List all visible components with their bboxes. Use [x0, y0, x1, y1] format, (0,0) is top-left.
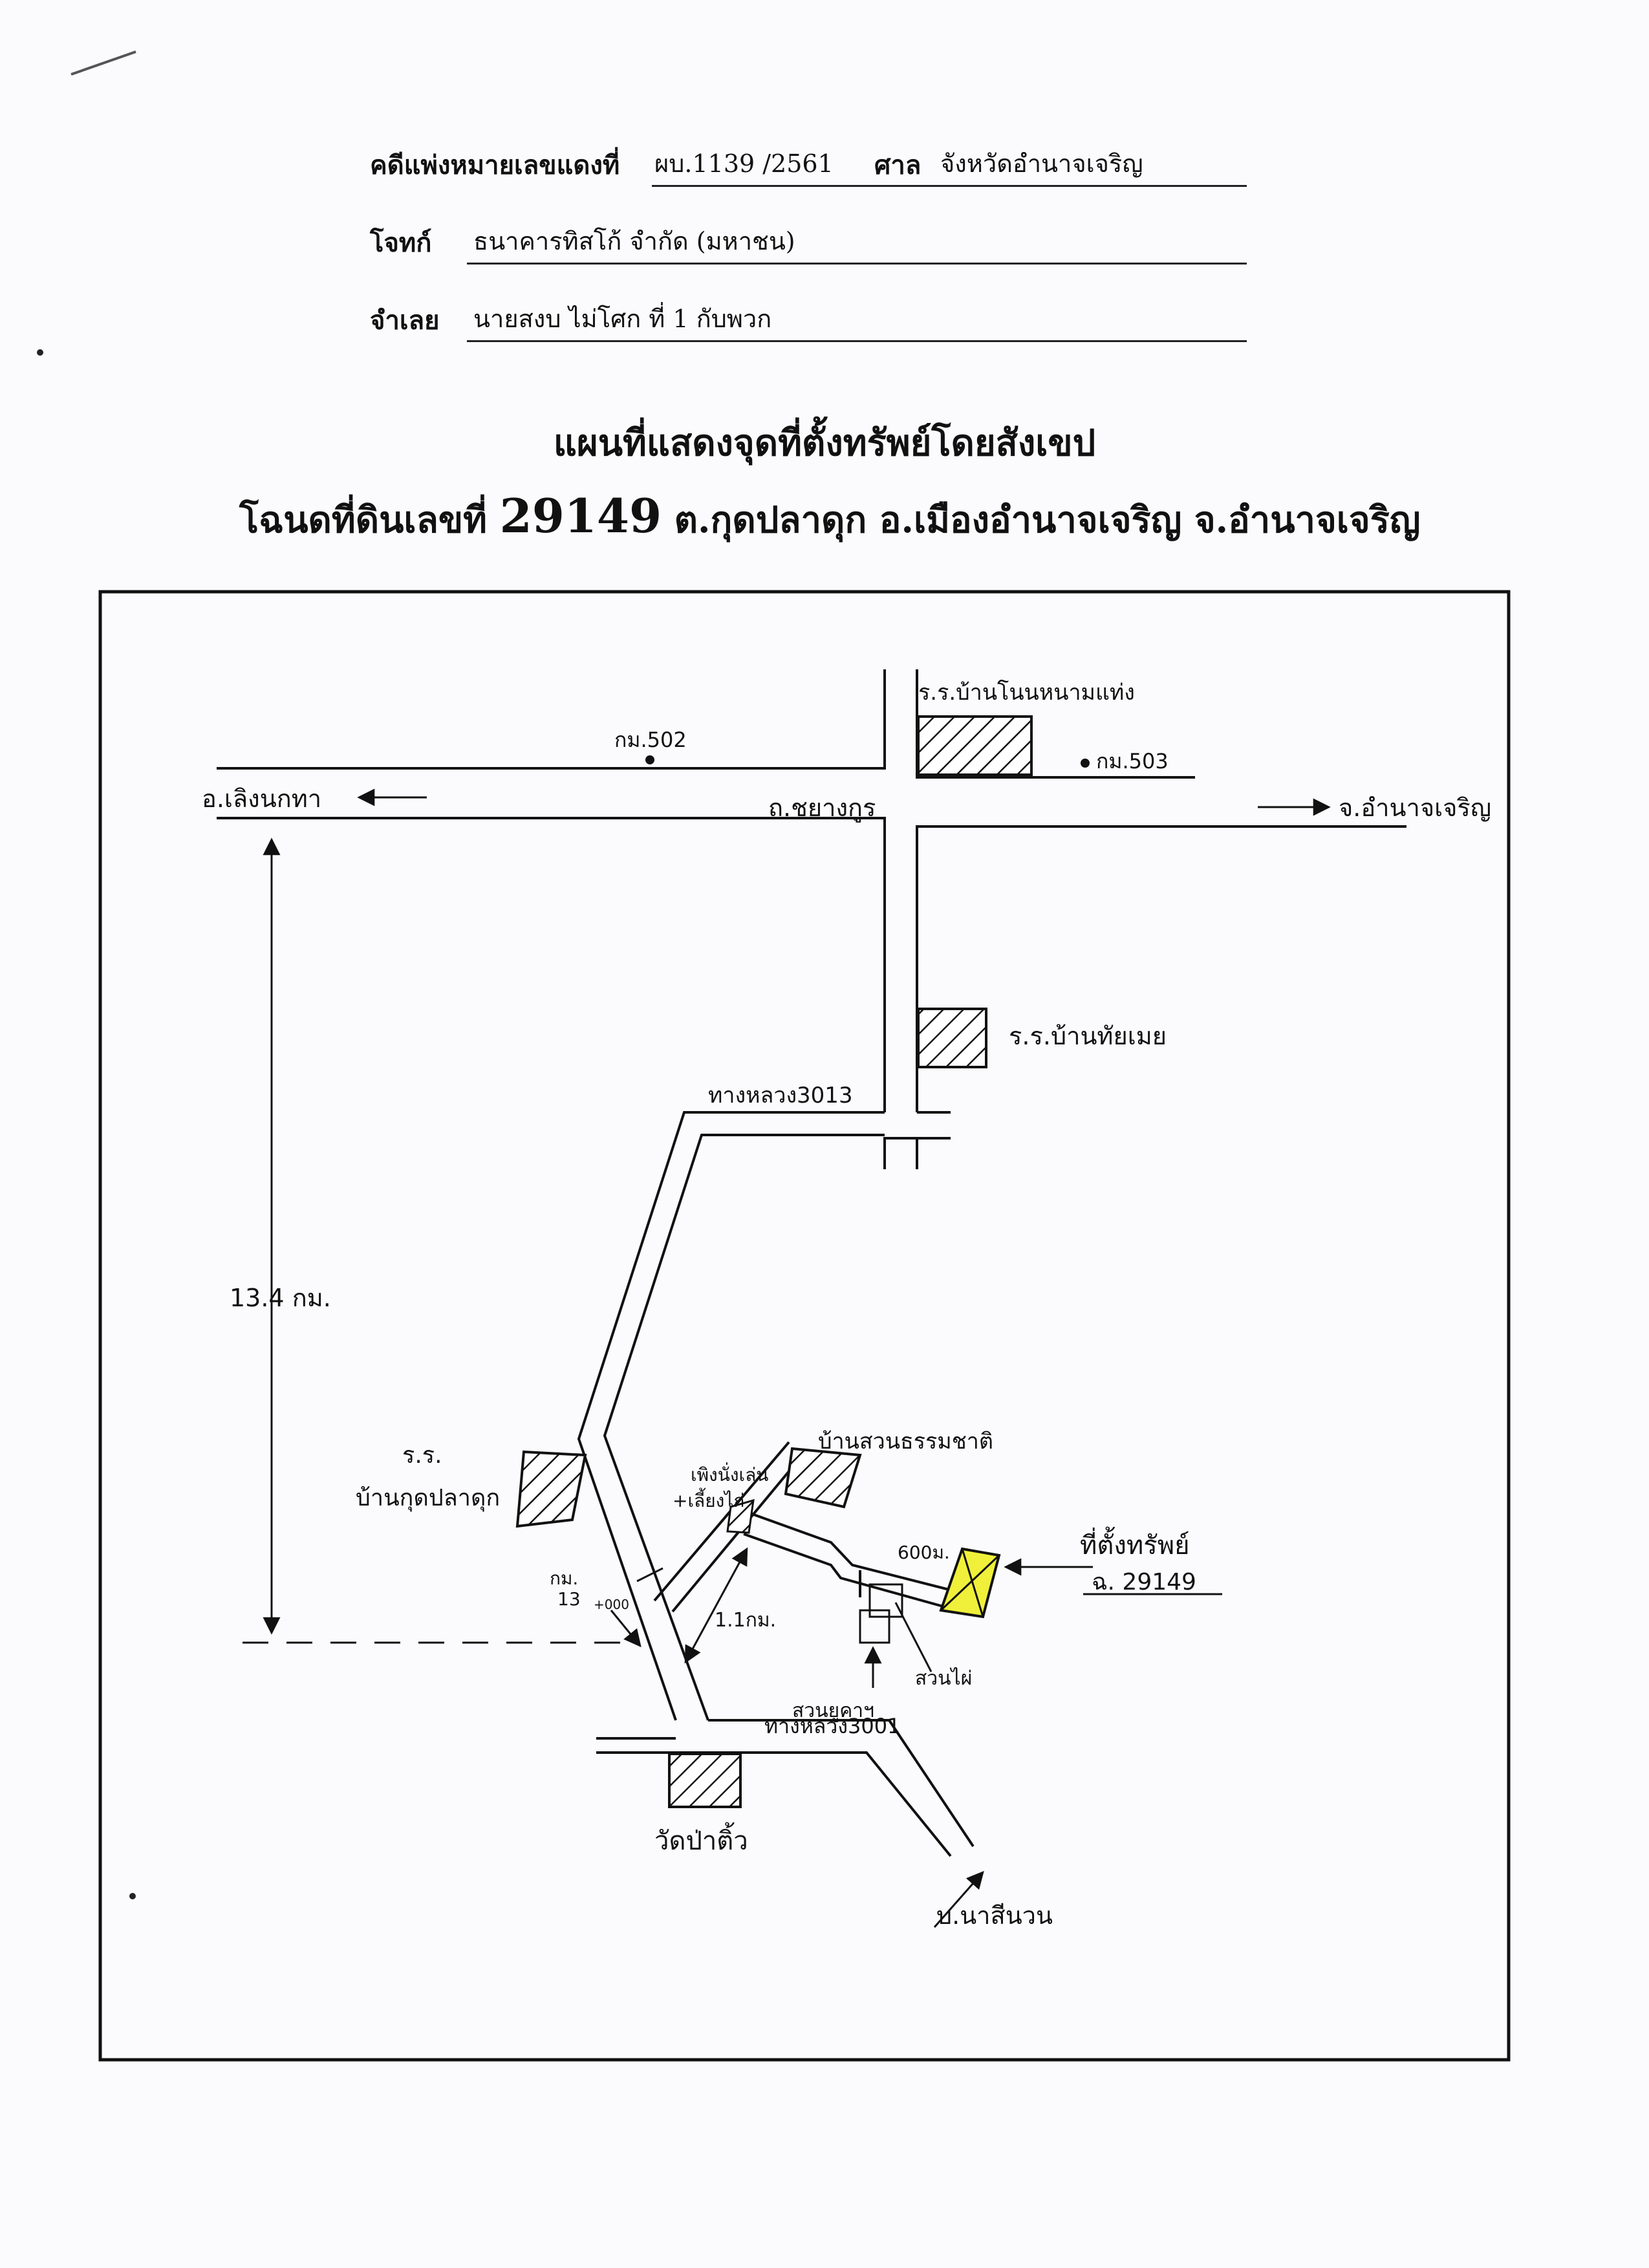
court-label: ศาล: [874, 150, 921, 180]
side-road-a1: [653, 1441, 790, 1602]
case-underline: [652, 185, 1247, 187]
shop-label-1: เพิงนั่งเล่น: [691, 1462, 768, 1485]
scan-mark: [70, 50, 136, 76]
temple-label: วัดป่าติ้ว: [654, 1822, 748, 1856]
km503-dot: [1081, 759, 1090, 768]
right-destination-label: จ.อำนาจเจริญ: [1339, 794, 1491, 822]
roads: [217, 669, 1406, 1857]
school-left-label-2: บ้านกุดปลาดุก: [356, 1485, 500, 1512]
village-bottom-label: บ.นาสีนวน: [936, 1901, 1053, 1930]
deed-title-suffix: ต.กุดปลาดุก อ.เมืองอำนาจเจริญ จ.อำนาจเจร…: [674, 499, 1421, 541]
highway-3001-label: ทางหลวง3001: [764, 1714, 900, 1738]
school-mid-building: [917, 1008, 987, 1068]
village-bottom-arrow: [933, 1870, 984, 1928]
road-stub-east: [917, 1111, 951, 1139]
case-label: คดีแพ่งหมายเลขแดงที่: [370, 150, 620, 180]
defendant-row: จำเลย นายสงบ ไม่โศก ที่ 1 กับพวก: [370, 301, 1327, 346]
lane-south: [743, 1533, 958, 1612]
distance-11-arrow: [684, 1547, 748, 1664]
school-left-label-1: ร.ร.: [402, 1442, 442, 1469]
eucalyptus-plot: [859, 1609, 890, 1644]
scan-dot-2: [129, 1893, 136, 1899]
school-top-label: ร.ร.บ้านโนนหนามแท่ง: [918, 680, 1135, 706]
shop-label-2: +เลี้ยงไก่: [673, 1487, 744, 1511]
deed-number: 29149: [499, 488, 662, 543]
main-road-north-right: [916, 669, 1195, 779]
hwy3013-west-edge: [577, 1111, 885, 1721]
km13-label-1: กม.: [550, 1568, 578, 1589]
case-number: ผบ.1139 /2561: [654, 149, 834, 178]
km13-label-2: 13: [557, 1588, 581, 1610]
distance-11-label: 1.1กม.: [715, 1609, 776, 1632]
hwy3013-east-edge: [603, 1134, 885, 1721]
plaintiff-label: โจทก์: [370, 228, 432, 258]
lane-north: [749, 1512, 967, 1595]
km13-arrow: [610, 1610, 641, 1648]
main-road-label: ถ.ชยางกูร: [768, 794, 876, 823]
road-stub: [883, 1137, 918, 1169]
highway-3013-label: ทางหลวง3013: [708, 1083, 853, 1108]
main-road-south-left: [217, 817, 886, 1112]
school-left-building: [515, 1450, 587, 1528]
km502-dot: [645, 755, 654, 764]
main-road-north-left: [217, 669, 886, 770]
bamboo-label: สวนไผ่: [915, 1667, 972, 1690]
school-top-building: [917, 715, 1033, 776]
village-park-label: บ้านสวนธรรมชาติ: [818, 1429, 993, 1454]
property-cross: [940, 1548, 1000, 1617]
property-label: ที่ตั้งทรัพย์: [1080, 1526, 1190, 1561]
eucalyptus-label: สวนยูคาฯ: [792, 1700, 874, 1722]
village-park-building: [784, 1447, 862, 1509]
bamboo-plot: [868, 1583, 903, 1618]
km13-label-3: +000: [594, 1597, 629, 1612]
hwy3001-south-edge: [596, 1751, 952, 1857]
arrows: [242, 788, 1331, 1928]
case-number-row: คดีแพ่งหมายเลขแดงที่ ผบ.1139 /2561 ศาล จ…: [370, 146, 1327, 191]
km503-label: กม.503: [1096, 749, 1169, 773]
km13-leader: [636, 1567, 663, 1582]
left-destination-label: อ.เลิงนกทา: [202, 784, 321, 813]
deed-title-prefix: โฉนดที่ดินเลขที่: [239, 499, 488, 541]
bamboo-leader: [894, 1602, 932, 1672]
main-road-south-right: [916, 825, 1406, 1112]
map-frame: [98, 590, 1511, 2062]
map-title: แผนที่แสดงจุดที่ตั้งทรัพย์โดยสังเขป: [553, 422, 1096, 464]
km502-label: กม.502: [614, 728, 687, 752]
plaintiff-underline: [467, 263, 1247, 265]
deed-title: โฉนดที่ดินเลขที่ 29149 ต.กุดปลาดุก อ.เมื…: [239, 488, 1421, 548]
plaintiff-value: ธนาคารทิสโก้ จำกัด (มหาชน): [473, 227, 795, 255]
temple-building: [668, 1753, 742, 1808]
school-mid-label: ร.ร.บ้านทัยเมย: [1009, 1022, 1167, 1050]
defendant-underline: [467, 340, 1247, 342]
property-deed-label: ฉ. 29149: [1092, 1569, 1196, 1595]
court-value: จังหวัดอำนาจเจริญ: [940, 149, 1143, 178]
plaintiff-row: โจทก์ ธนาคารทิสโก้ จำกัด (มหาชน): [370, 223, 1327, 268]
shop-building: [726, 1498, 755, 1534]
scan-dot: [37, 349, 43, 356]
defendant-label: จำเลย: [370, 305, 440, 336]
distance-600-label: 600ม.: [898, 1542, 950, 1563]
hwy3001-north-edge: [708, 1719, 975, 1848]
distance-134-label: 13.4 กม.: [230, 1284, 331, 1312]
defendant-value: นายสงบ ไม่โศก ที่ 1 กับพวก: [473, 305, 772, 333]
